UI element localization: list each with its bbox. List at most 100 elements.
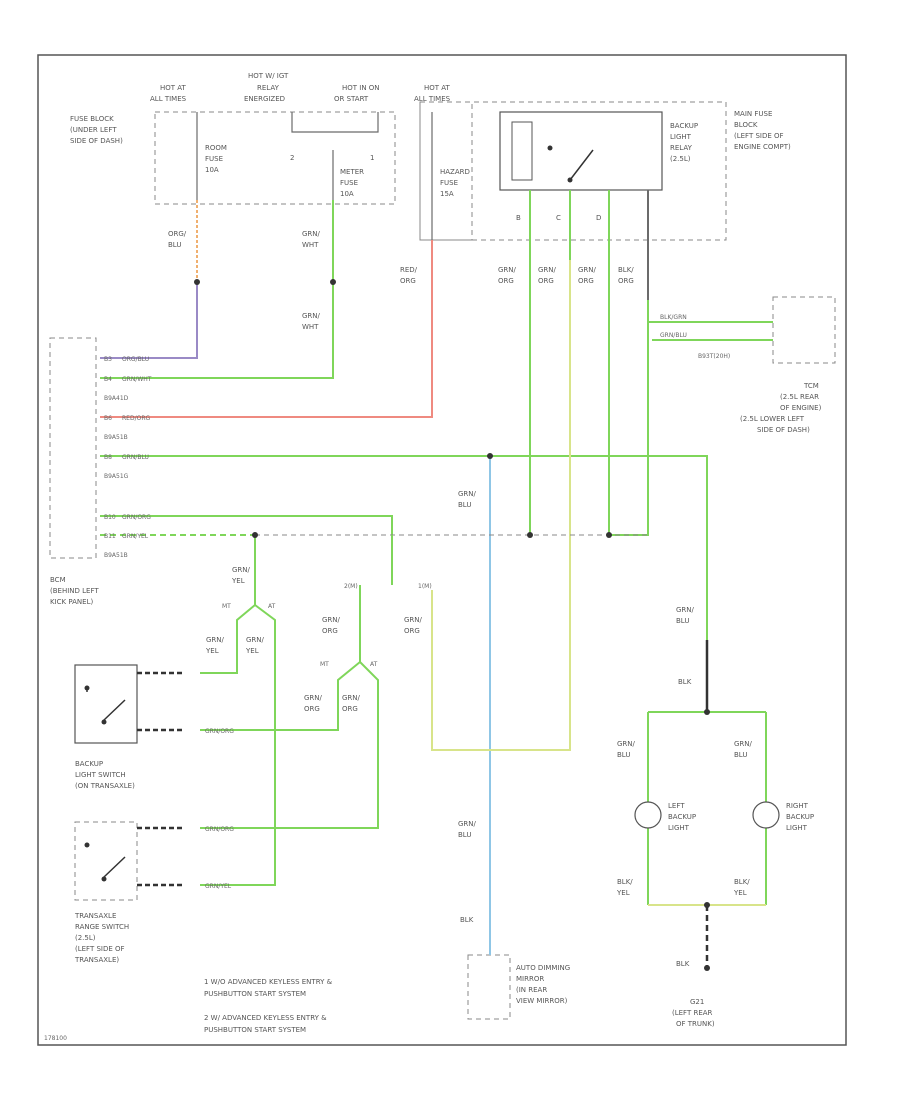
bcm-box	[49, 337, 97, 559]
splice-2m-label: 2(M)	[344, 583, 358, 590]
grn-org-right-label: GRN/ ORG	[404, 616, 423, 635]
room-fuse-1: ROOM	[205, 144, 227, 152]
grn-org-ll-1: GRN/	[304, 694, 323, 702]
bcm-pin-b3-label: ORG/BLU	[122, 356, 149, 363]
relay-c-w-1: GRN/	[538, 266, 557, 274]
blk-yel-r-1: BLK/	[734, 878, 750, 886]
relay-contact	[569, 149, 594, 181]
room-fuse-label: ROOM FUSE 10A	[205, 144, 227, 174]
bcm-pin-b11: B11	[104, 533, 116, 540]
relay-pin-c: C	[556, 214, 561, 222]
mirror-2: MIRROR	[516, 975, 544, 983]
splice-mt-left: MT	[222, 603, 231, 610]
tcm-1: TCM	[803, 382, 819, 390]
grn-yel-left-label: GRN/ YEL	[205, 636, 225, 655]
relay-coil	[511, 121, 533, 181]
splice-grn-yel	[252, 532, 258, 538]
hot-at-left: HOT AT	[160, 84, 187, 92]
tcm-4: (2.5L LOWER LEFT	[740, 415, 805, 423]
main-fuse-4: ENGINE COMPT)	[734, 143, 791, 151]
meter-fuse-1: METER	[340, 168, 364, 176]
relay-d-wire-label: GRN/ ORG	[578, 266, 597, 285]
range-switch-3: (2.5L)	[75, 934, 96, 942]
bcm-pin-b9-label: B9A51G	[104, 473, 129, 480]
right-backup-3: LIGHT	[786, 824, 808, 832]
fuse-block-3: SIDE OF DASH)	[70, 137, 123, 145]
hot-on-start-label: HOT IN ON OR START	[334, 84, 380, 103]
backup-switch-box	[74, 664, 138, 744]
hazard-fuse-label: HAZARD FUSE 15A	[440, 168, 470, 198]
range-switch-contact	[103, 856, 126, 878]
grn-yel-l-1: GRN/	[206, 636, 225, 644]
main-fuse-block-box	[419, 101, 727, 241]
backup-relay-4: (2.5L)	[670, 155, 691, 163]
splice-1m-label: 1(M)	[418, 583, 432, 590]
backup-relay-3: RELAY	[670, 144, 693, 152]
range-switch-box	[74, 821, 138, 901]
relay-c-wire-label: GRN/ ORG	[538, 266, 557, 285]
bcm-pin-b8-label: GRN/BLU	[122, 454, 149, 461]
all-times-left: ALL TIMES	[150, 95, 187, 103]
backup-switch-dot-2	[101, 719, 107, 725]
right-backup-2: BACKUP	[786, 813, 814, 821]
grn-wht-lower-label: GRN/ WHT	[302, 312, 321, 331]
hot-relay-3: ENERGIZED	[244, 95, 285, 103]
splice-relay-d	[606, 532, 612, 538]
tcm-wire-2-label: GRN/BLU	[660, 332, 687, 339]
grn-yel-t-2: YEL	[231, 577, 245, 585]
note-4: PUSHBUTTON START SYSTEM	[204, 1026, 306, 1034]
wire-grn-blu-main	[100, 455, 708, 640]
hazard-fuse-3: 15A	[440, 190, 454, 198]
grn-yel-l-2: YEL	[205, 647, 219, 655]
relay-pin-d: D	[596, 214, 601, 222]
ground-2: (LEFT REAR	[672, 1009, 713, 1017]
relay-d-w-1: GRN/	[578, 266, 597, 274]
wire-grn-wht	[100, 200, 334, 379]
room-fuse-2: FUSE	[205, 155, 223, 163]
footnotes: 1 W/O ADVANCED KEYLESS ENTRY & PUSHBUTTO…	[204, 978, 333, 1034]
relay-feed	[291, 112, 379, 133]
right-backup-1: RIGHT	[786, 802, 809, 810]
hot-at-right: HOT AT	[424, 84, 451, 92]
room-fuse-3: 10A	[205, 166, 219, 174]
grn-org-ll-2: ORG	[304, 705, 320, 713]
grn-blu-right-label: GRN/ BLU	[676, 606, 695, 625]
grn-yel-r-1: GRN/	[246, 636, 265, 644]
backup-switch-contact	[86, 688, 126, 721]
fuse-number-2: 2	[290, 154, 294, 162]
splice-at-right: AT	[370, 661, 378, 668]
wire-relay-c	[431, 190, 571, 751]
left-backup-light-bulb	[634, 801, 662, 829]
main-fuse-2: BLOCK	[734, 121, 758, 129]
splice-ground	[704, 902, 710, 908]
note-2: PUSHBUTTON START SYSTEM	[204, 990, 306, 998]
bcm-1: BCM	[50, 576, 66, 584]
fuse-block-box	[154, 111, 396, 205]
left-backup-3: LIGHT	[668, 824, 690, 832]
grn-yel-top-label: GRN/ YEL	[231, 566, 251, 585]
fuse-number-1: 1	[370, 154, 374, 162]
wire-grn-yel-split-r	[200, 604, 276, 886]
ground-point	[704, 965, 710, 971]
grn-wht-u-1: GRN/	[302, 230, 321, 238]
tcm-2: (2.5L REAR	[780, 393, 819, 401]
wire-relay-blk	[609, 190, 649, 536]
grn-yel-r-2: YEL	[245, 647, 259, 655]
relay-blk-w-1: BLK/	[618, 266, 634, 274]
grn-wht-u-2: WHT	[302, 241, 319, 249]
grn-blu-m-2: BLU	[458, 501, 471, 509]
hazard-fuse-2: FUSE	[440, 179, 458, 187]
relay-d-w-2: ORG	[578, 277, 594, 285]
meter-fuse-2: FUSE	[340, 179, 358, 187]
grn-org-r-1: GRN/	[404, 616, 423, 624]
ground-3: OF TRUNK)	[676, 1020, 715, 1028]
bcm-pin-list: B3 ORG/BLU B4 GRN/WHT B9A41D B6 RED/ORG …	[104, 356, 152, 559]
grn-blu-r-2: BLU	[676, 617, 689, 625]
tcm-box	[772, 296, 836, 364]
wire-grn-yel-split-l	[200, 604, 256, 674]
left-backup-2: BACKUP	[668, 813, 696, 821]
left-backup-1: LEFT	[668, 802, 685, 810]
grn-blu-r-1: GRN/	[676, 606, 695, 614]
grn-blu-lr-2: BLU	[734, 751, 747, 759]
note-3: 2 W/ ADVANCED KEYLESS ENTRY &	[204, 1014, 327, 1022]
